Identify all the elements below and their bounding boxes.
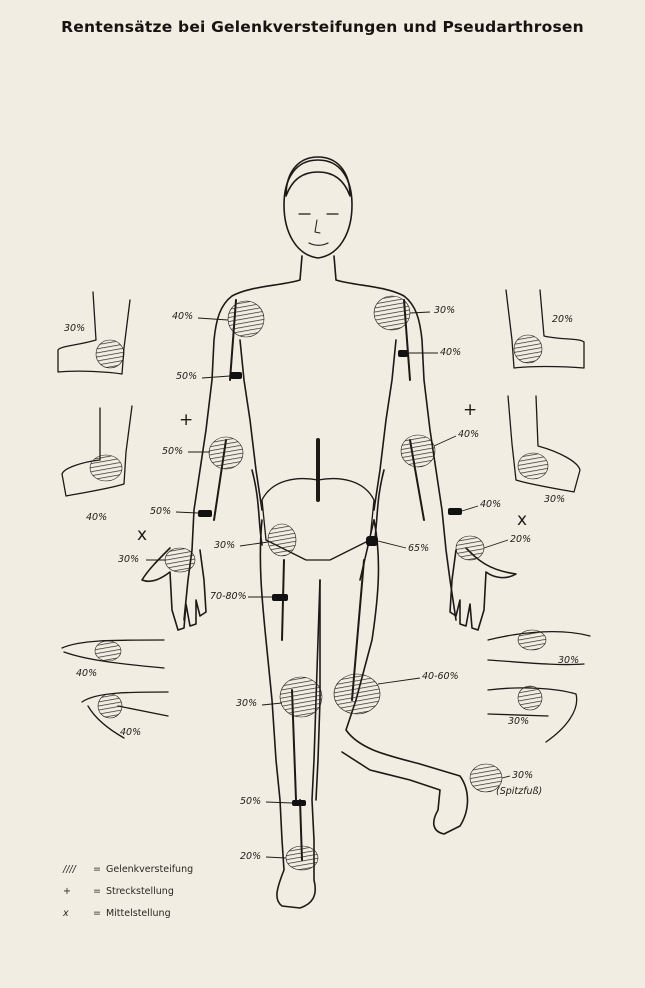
- joint-right-wrist: [456, 536, 484, 560]
- joint-inset-right-middle: [518, 453, 548, 479]
- joint-left-wrist: [165, 548, 195, 572]
- label-right-knee: 40-60%: [422, 671, 459, 682]
- label-inset-left-middle: 40%: [86, 512, 107, 523]
- label-right-hip: 65%: [408, 543, 429, 554]
- joint-inset-right-wrist2: [518, 686, 542, 710]
- label-left-elbow: 50%: [162, 446, 183, 457]
- plus-symbol-right: +: [463, 400, 477, 420]
- legend-key: x: [63, 908, 93, 919]
- legend-text: Streckstellung: [106, 886, 174, 897]
- joint-left-elbow: [209, 437, 243, 469]
- joint-inset-left-middle: [90, 455, 122, 481]
- joint-right-elbow: [401, 435, 435, 467]
- joint-left-ankle: [286, 846, 318, 870]
- label-inset-right-wrist2: 30%: [508, 716, 529, 727]
- joint-left-hip: [268, 524, 296, 556]
- label-inset-right-wrist1: 30%: [558, 655, 579, 666]
- legend-key: +: [63, 886, 93, 897]
- label-right-upperarm: 40%: [440, 347, 461, 358]
- joint-inset-right-wrist1: [518, 630, 546, 650]
- label-left-hip: 30%: [214, 540, 235, 551]
- label-inset-right-middle: 30%: [544, 494, 565, 505]
- label-left-ankle: 20%: [240, 851, 261, 862]
- label-left-shoulder: 40%: [172, 311, 193, 322]
- pseud-right-forearm: [448, 508, 462, 515]
- label-left-femur: 70-80%: [210, 591, 247, 602]
- joint-right-knee: [334, 674, 380, 714]
- legend-item: ////=Gelenkversteifung: [63, 858, 193, 880]
- label-inset-left-wrist1: 40%: [76, 668, 97, 679]
- inset-right-middle: [508, 396, 580, 492]
- pseud-left-femur: [272, 594, 288, 601]
- label-left-forearm: 50%: [150, 506, 171, 517]
- label-inset-left-wrist2: 40%: [120, 727, 141, 738]
- pseud-left-forearm: [198, 510, 212, 517]
- label-right-wrist: 20%: [510, 534, 531, 545]
- label-left-upperarm: 50%: [176, 371, 197, 382]
- legend-text: Mittelstellung: [106, 908, 171, 919]
- label-left-wrist: 30%: [118, 554, 139, 565]
- hair-outline: [286, 157, 350, 196]
- legend-item: +=Streckstellung: [63, 880, 193, 902]
- label-right-foot: 30%: [512, 770, 533, 781]
- pseud-left-upperarm: [230, 372, 242, 379]
- label-right-elbow: 40%: [458, 429, 479, 440]
- legend-key: ////: [63, 864, 93, 875]
- inset-left-middle: [62, 406, 132, 496]
- head-outline: [284, 160, 352, 258]
- label-left-knee: 30%: [236, 698, 257, 709]
- right-hand-outline: [450, 548, 516, 630]
- label-right-shoulder: 30%: [434, 305, 455, 316]
- legend-text: Gelenkversteifung: [106, 864, 193, 875]
- legend: ////=Gelenkversteifung +=Streckstellung …: [63, 858, 193, 924]
- pseud-left-tibia: [292, 800, 306, 806]
- pseud-right-upperarm: [398, 350, 408, 357]
- label-inset-right-top: 20%: [552, 314, 573, 325]
- joint-inset-left-wrist1: [95, 641, 121, 661]
- legend-item: x=Mittelstellung: [63, 902, 193, 924]
- joint-inset-left-wrist2: [98, 694, 122, 718]
- cross-symbol-right: x: [517, 510, 527, 530]
- joint-inset-left-top: [96, 340, 124, 368]
- joint-right-shoulder: [374, 296, 410, 330]
- cross-symbol-left: x: [137, 525, 147, 545]
- label-right-foot-note: (Spitzfuß): [496, 786, 542, 797]
- pseud-right-hip: [366, 536, 378, 546]
- joint-left-knee: [280, 677, 322, 717]
- joint-inset-right-top: [514, 335, 542, 363]
- label-right-forearm: 40%: [480, 499, 501, 510]
- label-inset-left-top: 30%: [64, 323, 85, 334]
- plus-symbol-left: +: [179, 410, 193, 430]
- joint-left-shoulder: [228, 301, 264, 337]
- label-left-tibia: 50%: [240, 796, 261, 807]
